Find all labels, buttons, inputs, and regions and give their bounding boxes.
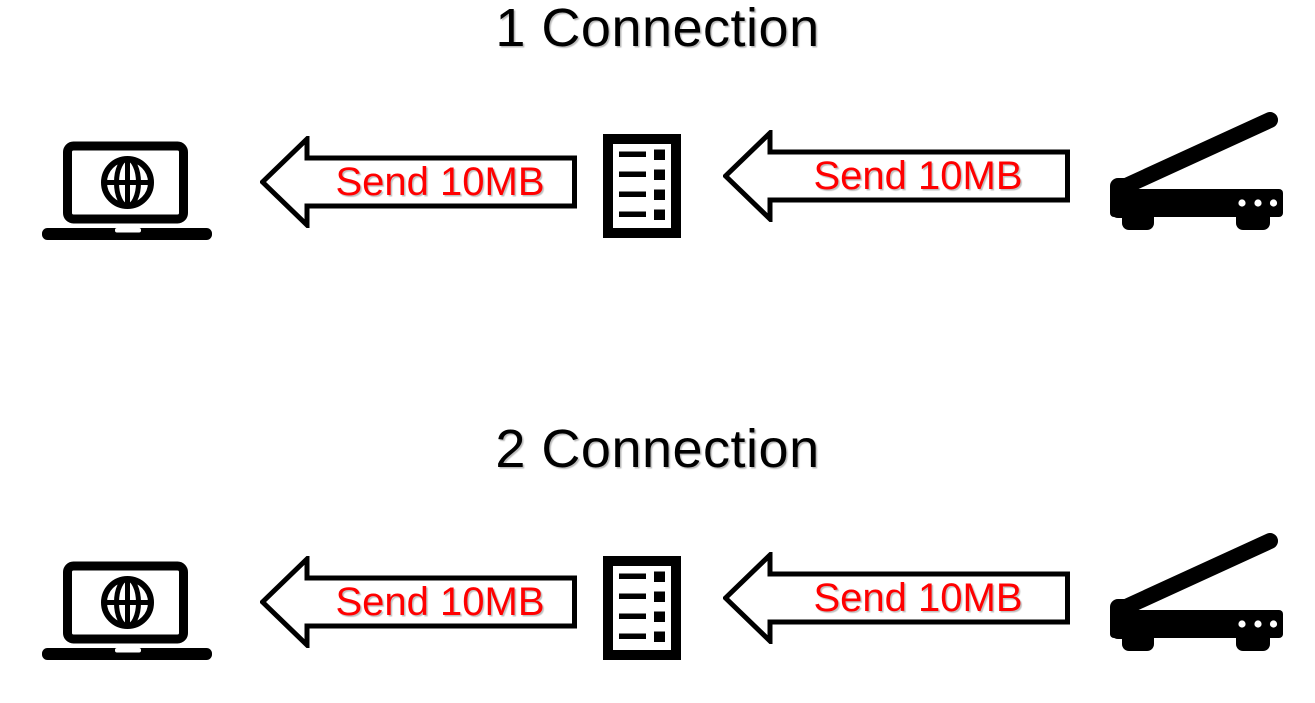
arrow-label: Send 10MB — [335, 159, 545, 204]
scanner-icon — [1106, 533, 1288, 657]
laptop-globe-icon — [42, 141, 212, 241]
section-title: 2 Connection — [495, 419, 820, 479]
document-list-icon — [603, 556, 681, 660]
arrow-scanner-to-server: Send 10MB — [723, 130, 1070, 222]
arrow-label: Send 10MB — [335, 579, 545, 624]
laptop-globe-icon — [42, 561, 212, 661]
arrow-label: Send 10MB — [813, 575, 1023, 620]
section-title: 1 Connection — [495, 0, 820, 58]
document-list-icon — [603, 134, 681, 238]
arrow-server-to-laptop: Send 10MB — [260, 556, 577, 648]
scanner-icon — [1106, 112, 1288, 236]
arrow-scanner-to-server: Send 10MB — [723, 552, 1070, 644]
arrow-label: Send 10MB — [813, 153, 1023, 198]
arrow-server-to-laptop: Send 10MB — [260, 136, 577, 228]
